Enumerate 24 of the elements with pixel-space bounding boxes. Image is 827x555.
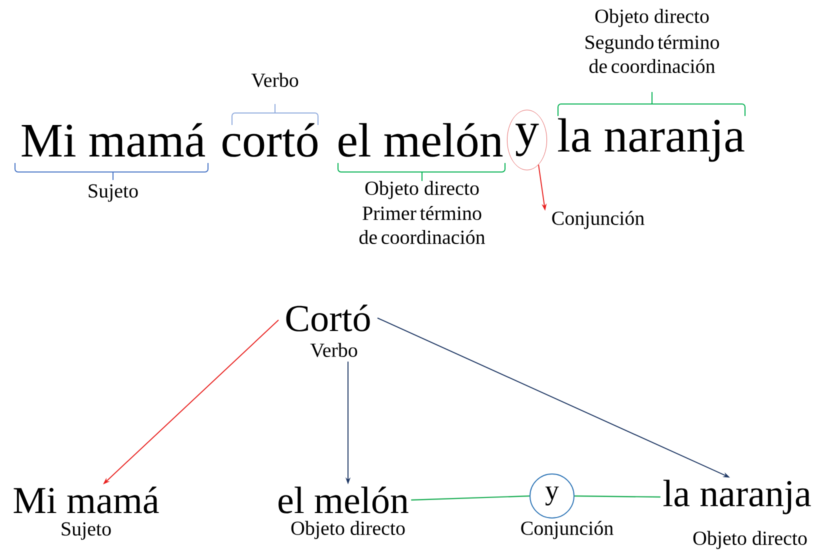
circled-word: y <box>507 110 547 170</box>
sentence-word: la naranja <box>663 480 811 514</box>
annotation-label: Sujeto <box>62 522 111 540</box>
annotation-label: Conjunción <box>552 210 644 230</box>
annotation-label: Objeto directo <box>291 520 405 540</box>
circled-word: y <box>530 474 574 518</box>
sentence-word: Mi mamá <box>22 123 206 157</box>
annotation-label: Primer término de coordinación <box>359 206 485 244</box>
connector-line <box>411 495 530 501</box>
sentence-word: Cortó <box>286 304 370 332</box>
annotation-label: Segundo término de coordinación <box>586 34 720 74</box>
sentence-word: el melón <box>338 123 503 157</box>
annotation-label: Verbo <box>251 72 298 88</box>
annotation-label: Objeto directo <box>693 530 807 550</box>
annotation-label: Objeto directo <box>365 180 479 200</box>
connector-line <box>574 495 660 498</box>
annotation-label: Objeto directo <box>595 8 709 28</box>
sentence-word: la naranja <box>558 118 744 162</box>
annotation-label: Conjunción <box>521 520 614 540</box>
sentence-word: Mi mamá <box>14 486 159 514</box>
annotation-label: Verbo <box>310 342 358 358</box>
sentence-word: cortó <box>222 123 318 157</box>
sentence-word: el melón <box>278 486 408 514</box>
annotation-label: Sujeto <box>88 184 138 202</box>
